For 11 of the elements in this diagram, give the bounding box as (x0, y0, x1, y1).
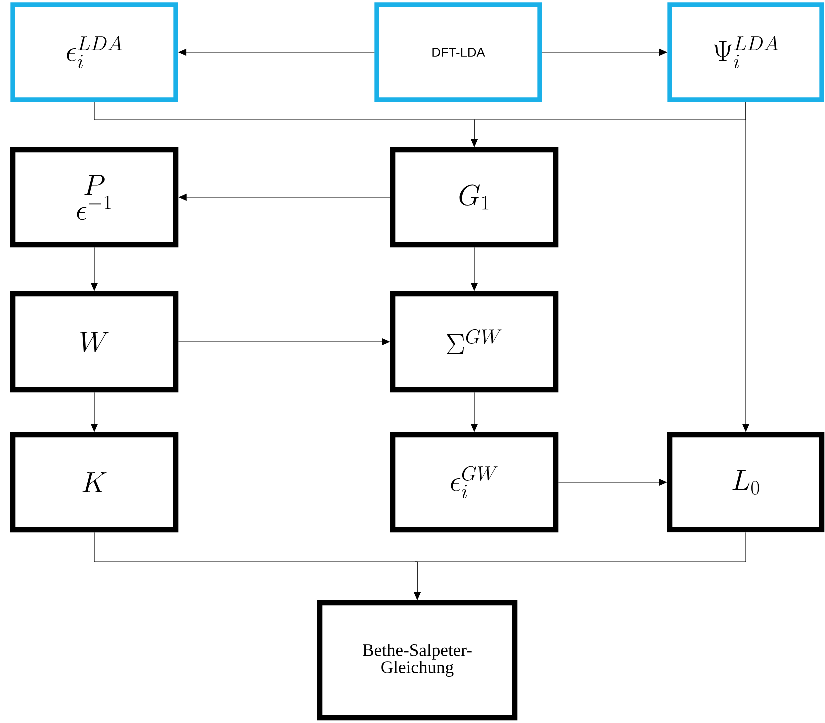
process-box: $\Sigma^{GW}$ (390, 291, 559, 393)
process-box: $\epsilon_i^{GW}$ (390, 432, 559, 533)
process-box: $W$ (10, 291, 179, 393)
input-box: $\Psi_i^{LDA}$ (668, 2, 824, 102)
process-box: $P$ $\epsilon^{-1}$ (10, 147, 179, 248)
input-box: DFT-LDA (374, 2, 542, 102)
process-box: Bethe-Salpeter-Gleichung (317, 600, 518, 721)
process-box: $K$ (10, 432, 179, 533)
input-box: $\epsilon_i^{LDA}$ (10, 2, 178, 102)
process-box: $G_1$ (390, 147, 559, 248)
process-box: $L_0$ (667, 432, 825, 533)
